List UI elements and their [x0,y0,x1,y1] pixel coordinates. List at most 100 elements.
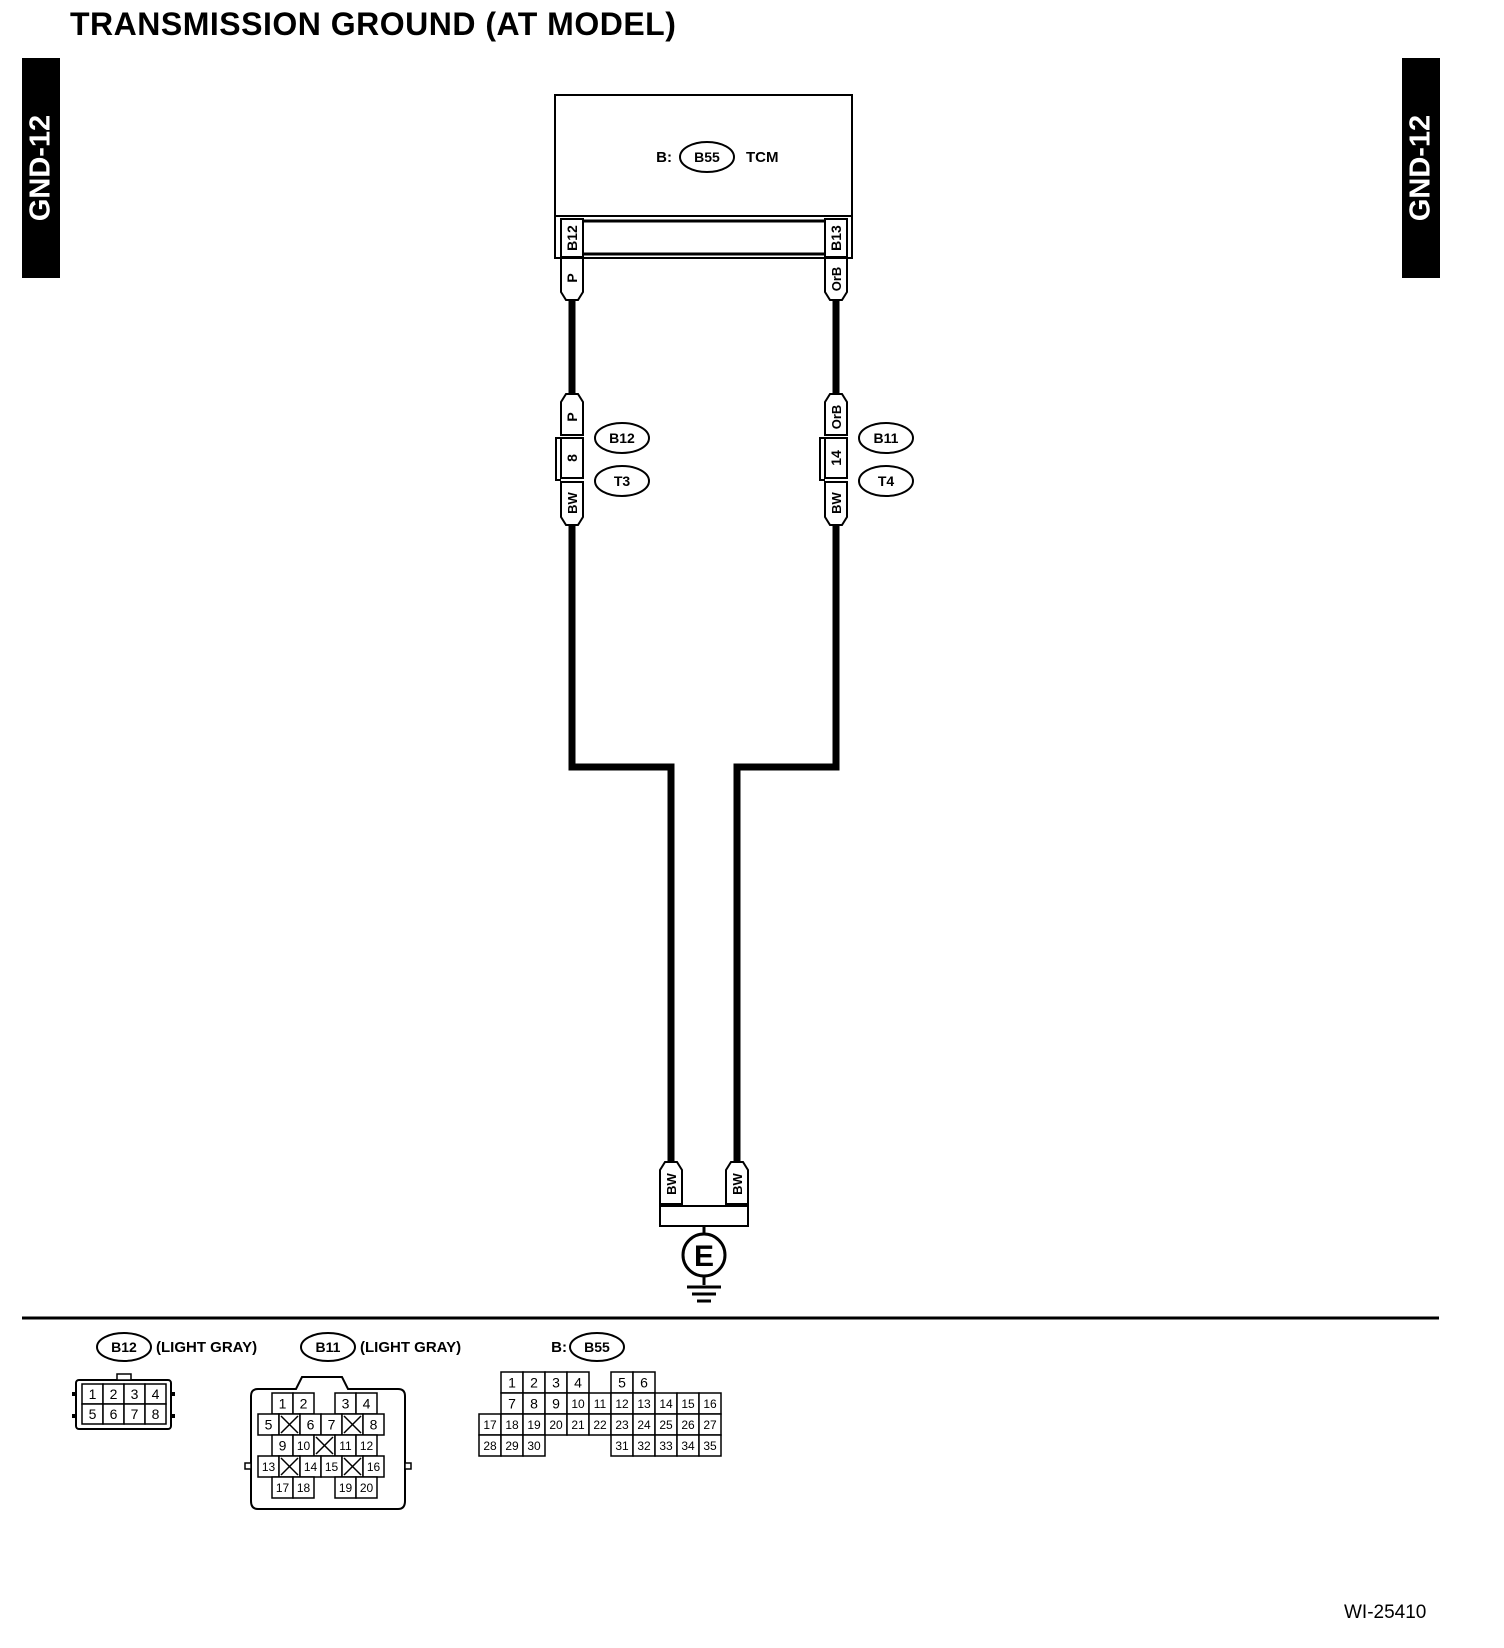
wire-bw-right [733,525,840,1162]
pin-number: 14 [304,1460,318,1474]
pin-cell: 2 [292,1392,315,1415]
ground-symbol-label: E [694,1240,714,1273]
connector-id-t4: T4 [878,473,895,489]
pin-number: 27 [703,1418,717,1432]
pin-number: 31 [615,1439,629,1453]
pin-cell: 20 [355,1476,378,1499]
pin-number: 32 [637,1439,651,1453]
pin-number: 1 [89,1386,97,1402]
legend-connector-desc: (LIGHT GRAY) [156,1339,257,1356]
pin-cell: 30 [522,1434,546,1457]
section-tab-right: GND-12 [1402,58,1440,278]
pin-number: 15 [325,1460,339,1474]
pin-cell: 1 [271,1392,294,1415]
pin-number: 30 [527,1439,541,1453]
pin-cell: 21 [566,1413,590,1436]
section-tab-left: GND-12 [22,58,60,278]
wire-tag-bw: BW [565,491,580,513]
pin-cell: 35 [698,1434,722,1457]
pin-cell: 12 [610,1392,634,1415]
pin-cell: 7 [500,1392,524,1415]
legend-connector-id: B55 [584,1339,610,1355]
wire-tag-bw: BW [829,491,844,513]
pin-number: 12 [360,1439,374,1453]
pin-cell: 3 [544,1371,568,1394]
pin-number: 10 [297,1439,311,1453]
svg-text:P: P [564,273,580,282]
wire-tag-orb-upper: OrB [824,257,848,301]
pin-number: 11 [594,1397,607,1411]
pin-number: 6 [307,1417,315,1433]
pin-cell: 11 [334,1434,357,1457]
pin-cell-blocked [341,1455,364,1478]
pin-cell: 31 [610,1434,634,1457]
pin-cell: 22 [588,1413,612,1436]
pin-number: 3 [552,1375,560,1391]
pin-number: 5 [89,1406,97,1422]
pin-number: 21 [571,1418,585,1432]
pin-number: 15 [681,1397,695,1411]
wire-tag-bw: BW [730,1172,745,1194]
tcm-pin-b13: B13 [824,218,848,258]
pin-cell-blocked [341,1413,364,1436]
pin-cell: 28 [478,1434,502,1457]
pin-cell: 7 [123,1403,146,1425]
pin-cell: 17 [478,1413,502,1436]
connector-id-b12: B12 [609,430,635,446]
inline-connector-b11-t4: OrB 14 BW B11 T4 [819,393,914,526]
pin-number: 14 [828,450,844,466]
pin-number: 11 [339,1439,352,1453]
pin-number: 28 [483,1439,497,1453]
pin-cell: 25 [654,1413,678,1436]
pin-number: 18 [505,1418,519,1432]
pin-cell: 4 [355,1392,378,1415]
pin-number: 17 [276,1481,290,1495]
pin-cell: 4 [144,1383,167,1405]
pin-number: 2 [530,1375,538,1391]
pin-cell: 2 [522,1371,546,1394]
wire-tag-orb-lower: OrB [829,405,844,430]
pin-cell: 3 [334,1392,357,1415]
pin-number: 25 [659,1418,673,1432]
pin-cell: 26 [676,1413,700,1436]
pin-number: 7 [508,1396,516,1412]
pin-number: 1 [279,1396,287,1412]
pin-number: 17 [483,1418,497,1432]
legend-connector-id: B12 [111,1339,137,1355]
pin-cell: 13 [632,1392,656,1415]
pin-cell: 19 [334,1476,357,1499]
pin-cell: 16 [362,1455,385,1478]
pin-number: 5 [618,1375,626,1391]
pin-number: 20 [360,1481,374,1495]
pin-cell: 32 [632,1434,656,1457]
pin-number: 8 [564,454,580,462]
pin-cell: 2 [102,1383,125,1405]
pin-cell: 3 [123,1383,146,1405]
pin-cell: 16 [698,1392,722,1415]
pin-cell: 24 [632,1413,656,1436]
pin-cell: 8 [362,1413,385,1436]
connector-id-t3: T3 [614,473,631,489]
legend-connector-id: B11 [316,1339,341,1355]
pin-number: 1 [508,1375,516,1391]
pin-cell: 4 [566,1371,590,1394]
pin-number: 35 [703,1439,717,1453]
pin-cell: 33 [654,1434,678,1457]
pin-cell: 5 [81,1403,104,1425]
pin-cell: 6 [102,1403,125,1425]
pin-cell: 1 [500,1371,524,1394]
pin-number: 6 [640,1375,648,1391]
pin-cell: 5 [257,1413,280,1436]
pin-cell: 12 [355,1434,378,1457]
pin-number: 24 [637,1418,651,1432]
pin-cell: 15 [676,1392,700,1415]
pin-cell-blocked [278,1413,301,1436]
pin-cell: 34 [676,1434,700,1457]
pin-number: 7 [328,1417,336,1433]
ground-terminal: BW BW E [659,1161,749,1303]
pin-number: 13 [262,1460,276,1474]
tcm-pin-label: B13 [828,225,844,251]
